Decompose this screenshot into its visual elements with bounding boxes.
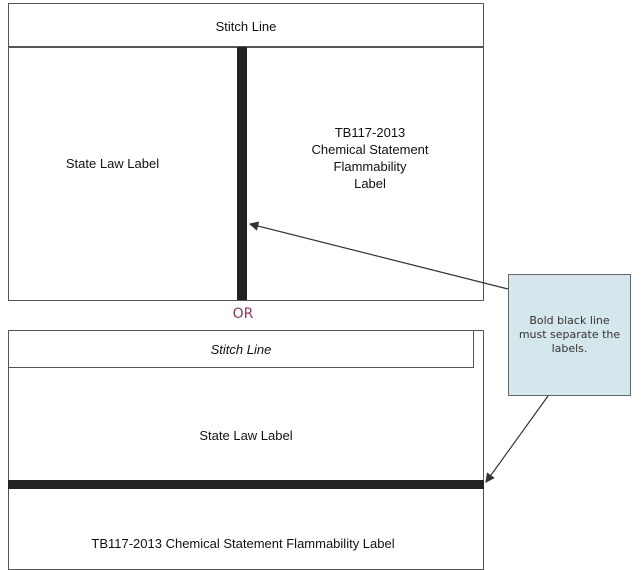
arrow-to-horizontal-bar (485, 395, 549, 483)
tb117-line: Chemical Statement (311, 142, 429, 157)
callout-arrows (248, 221, 549, 483)
or-separator-text: OR (232, 306, 254, 322)
tb117-line: Flammability (333, 159, 407, 174)
option-b-stitch-line-text: Stitch Line (210, 342, 272, 357)
option-a-vertical-separator-bar (237, 47, 247, 300)
option-a-state-law-label: State Law Label (65, 156, 160, 171)
callout-text: Bold black line must separate the labels… (518, 314, 621, 355)
option-a-stitch-line-text: Stitch Line (215, 19, 277, 34)
option-b-state-law-label: State Law Label (199, 428, 293, 443)
option-b-horizontal-separator-bar (8, 480, 484, 489)
tb117-line: Label (354, 176, 386, 191)
callout-box (508, 274, 631, 396)
tb117-line: TB117-2013 (334, 125, 406, 140)
option-b-label-frame (8, 330, 484, 570)
option-a-stitch-divider (8, 46, 484, 48)
option-b-stitch-line-box (8, 330, 474, 368)
option-a-tb117-label: TB117-2013 Chemical Statement Flammabili… (260, 124, 480, 192)
arrow-to-vertical-bar (248, 221, 509, 290)
option-b-tb117-label: TB117-2013 Chemical Statement Flammabili… (91, 536, 395, 551)
